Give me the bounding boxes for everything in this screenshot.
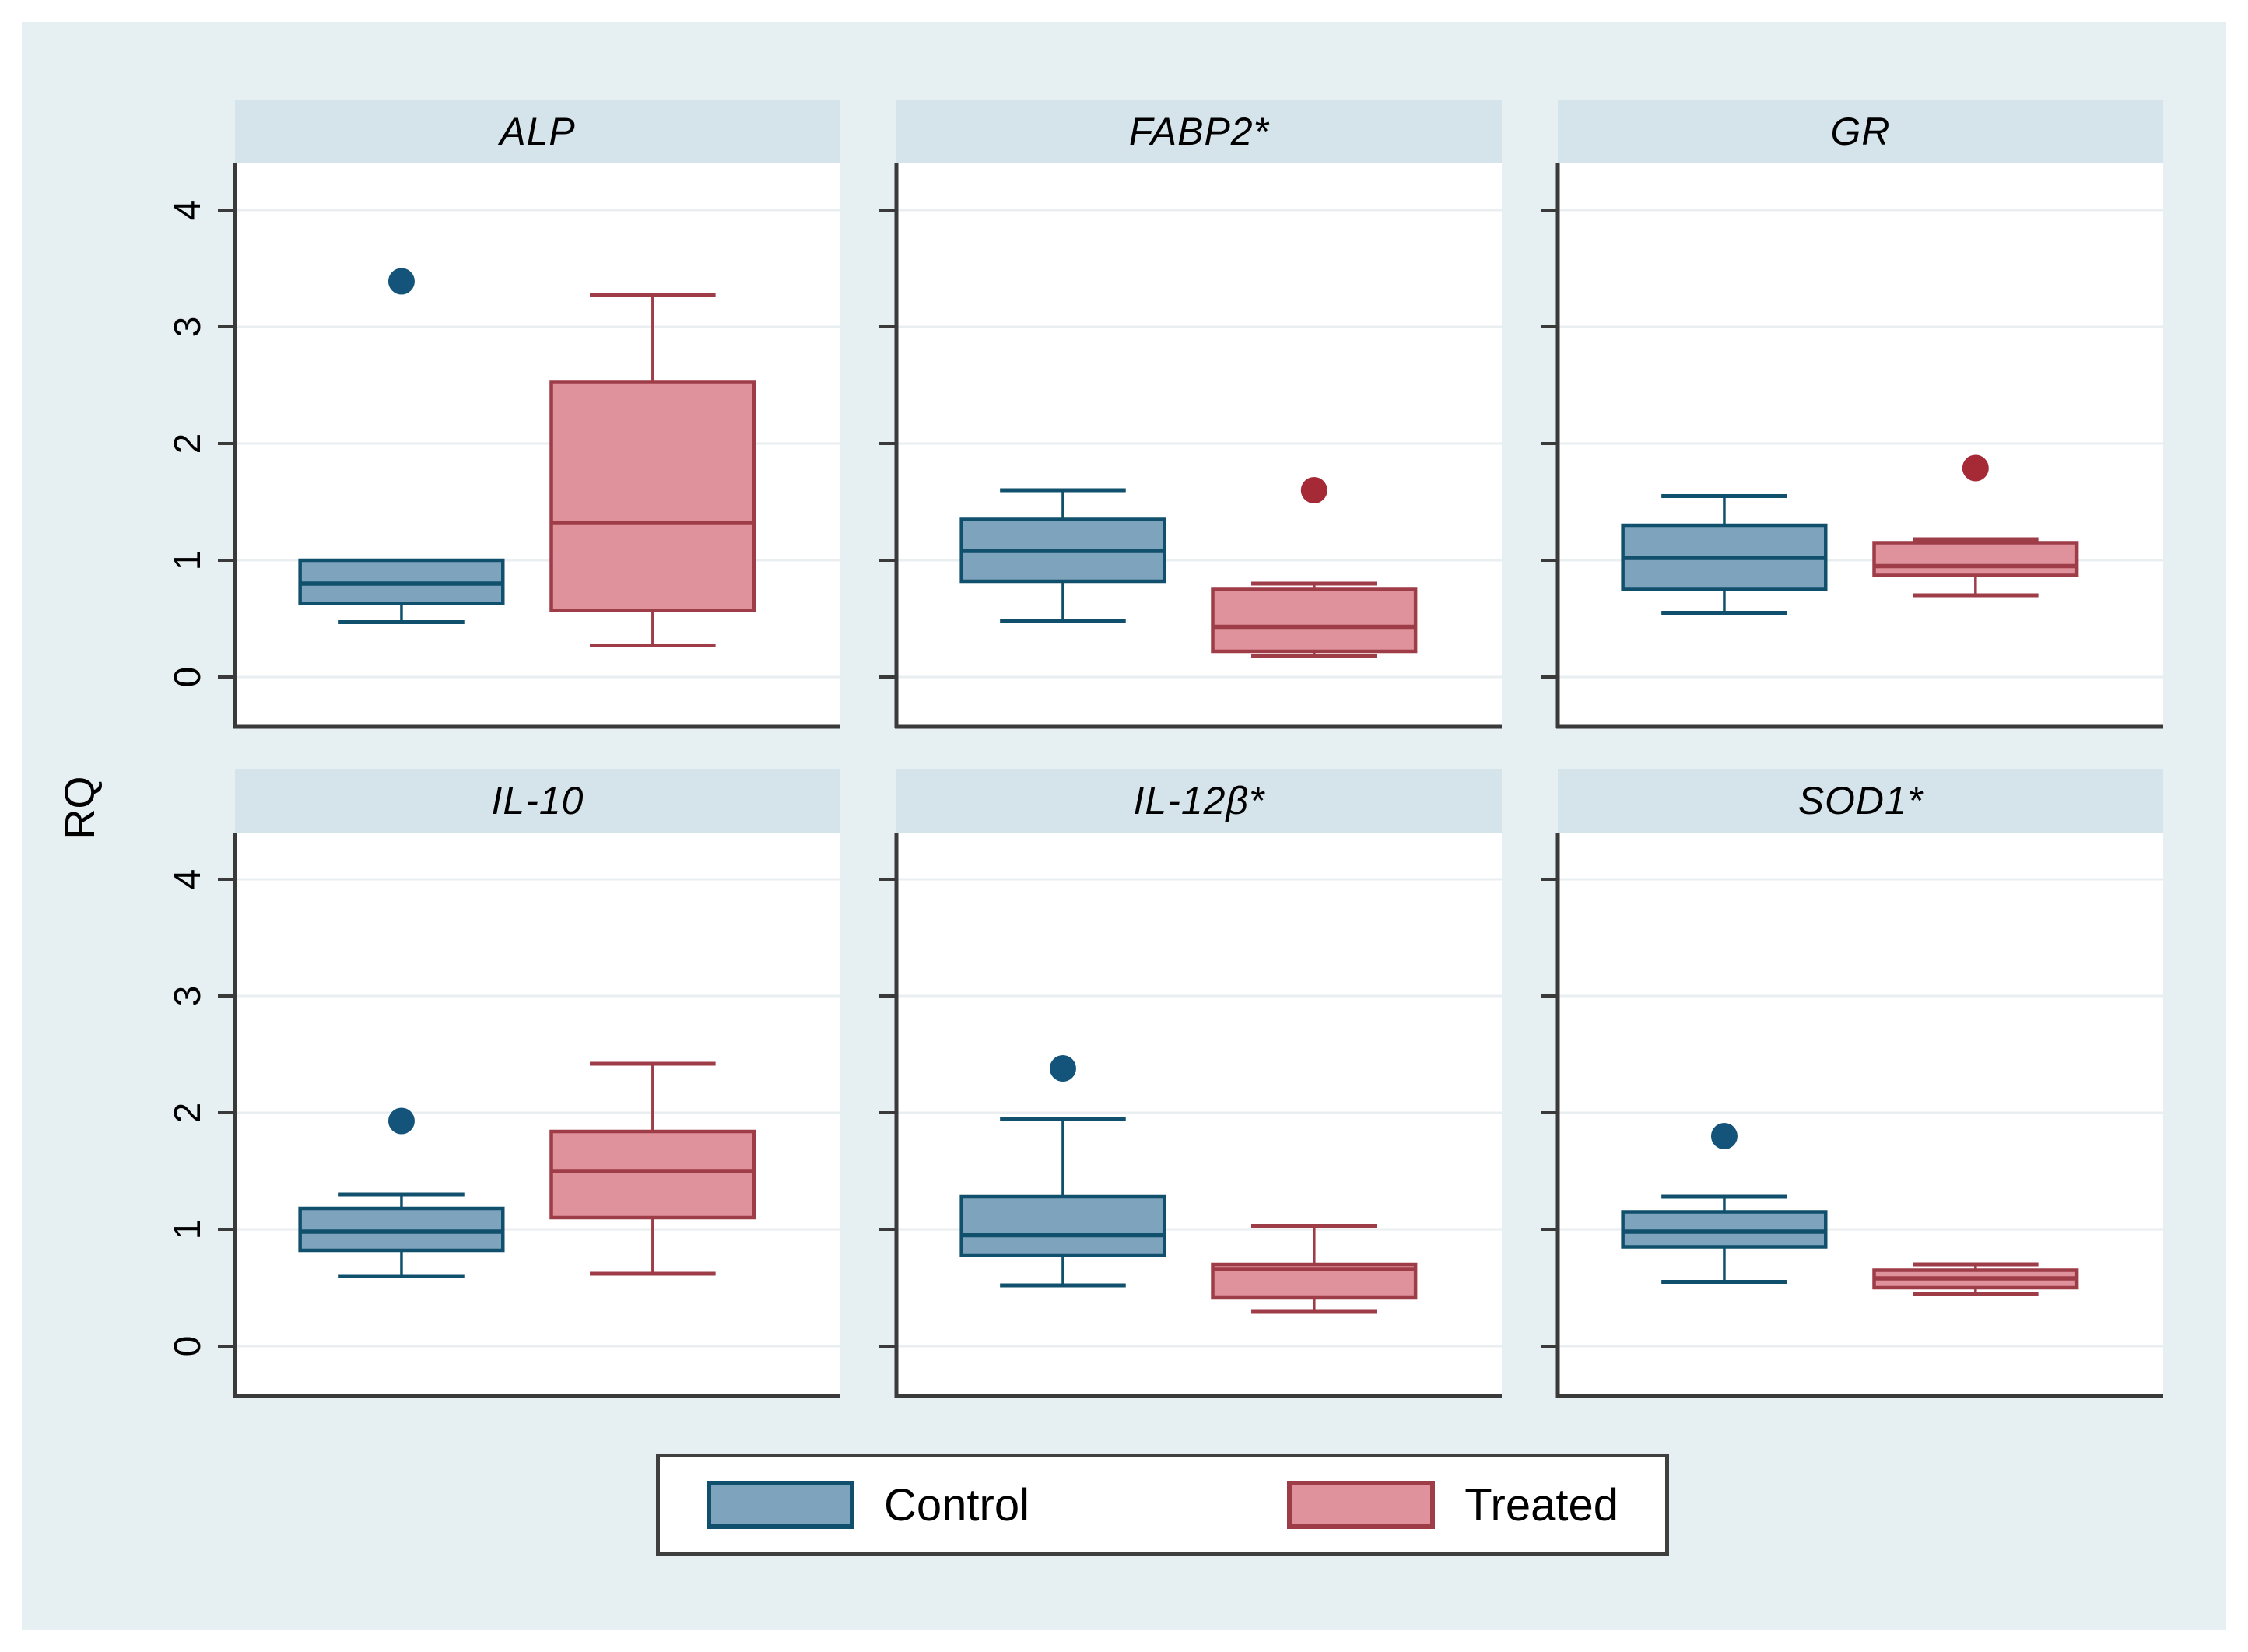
- panel-title: SOD1*: [1797, 779, 1924, 822]
- panel-header: IL-12β*: [896, 769, 1502, 833]
- legend-item-control: Control: [707, 1479, 1029, 1531]
- boxplot-svg: [879, 163, 1502, 729]
- boxplot-svg: [218, 833, 840, 1398]
- panel-title: FABP2*: [1128, 110, 1270, 153]
- y-tick-label: 3: [167, 316, 209, 338]
- panel-title: ALP: [500, 110, 576, 153]
- panel-header: FABP2*: [896, 100, 1502, 163]
- treated-swatch-icon: [1287, 1481, 1436, 1529]
- boxplot-svg: [218, 163, 840, 729]
- y-tick-label: 3: [167, 985, 209, 1007]
- y-tick-label: 2: [167, 1102, 209, 1124]
- y-axis-title: RQ: [57, 776, 103, 840]
- y-tick-label: 4: [167, 868, 209, 890]
- y-tick-label: 2: [167, 433, 209, 454]
- control-swatch-icon: [707, 1481, 854, 1529]
- boxplot-svg: [1541, 833, 2163, 1398]
- panel-title: IL-10: [491, 779, 584, 822]
- y-tick-label: 0: [167, 666, 209, 688]
- panel-header: SOD1*: [1558, 769, 2163, 833]
- legend: Control Treated: [656, 1454, 1669, 1556]
- panel-plot: [879, 833, 1502, 1398]
- legend-item-treated: Treated: [1287, 1479, 1618, 1531]
- panel-plot: [1541, 163, 2163, 729]
- panel-header: GR: [1558, 100, 2163, 163]
- boxplot-svg: [1541, 163, 2163, 729]
- y-tick-label: 1: [167, 549, 209, 571]
- legend-label-control: Control: [884, 1479, 1029, 1531]
- panel-title: GR: [1830, 110, 1891, 153]
- panel-plot: [1541, 833, 2163, 1398]
- panel-plot: [879, 163, 1502, 729]
- panel-header: ALP: [235, 100, 840, 163]
- y-tick-label: 0: [167, 1335, 209, 1357]
- boxplot-svg: [879, 833, 1502, 1398]
- panel-header: IL-10: [235, 769, 840, 833]
- figure-canvas: RQ ALP FABP2* GR IL-10 IL-12β* SOD1*: [22, 22, 2226, 1630]
- y-tick-label: 4: [167, 199, 209, 221]
- panel-plot: [218, 163, 840, 729]
- panel-plot: [218, 833, 840, 1398]
- legend-label-treated: Treated: [1464, 1479, 1618, 1531]
- panel-title: IL-12β*: [1133, 779, 1265, 822]
- y-tick-label: 1: [167, 1219, 209, 1240]
